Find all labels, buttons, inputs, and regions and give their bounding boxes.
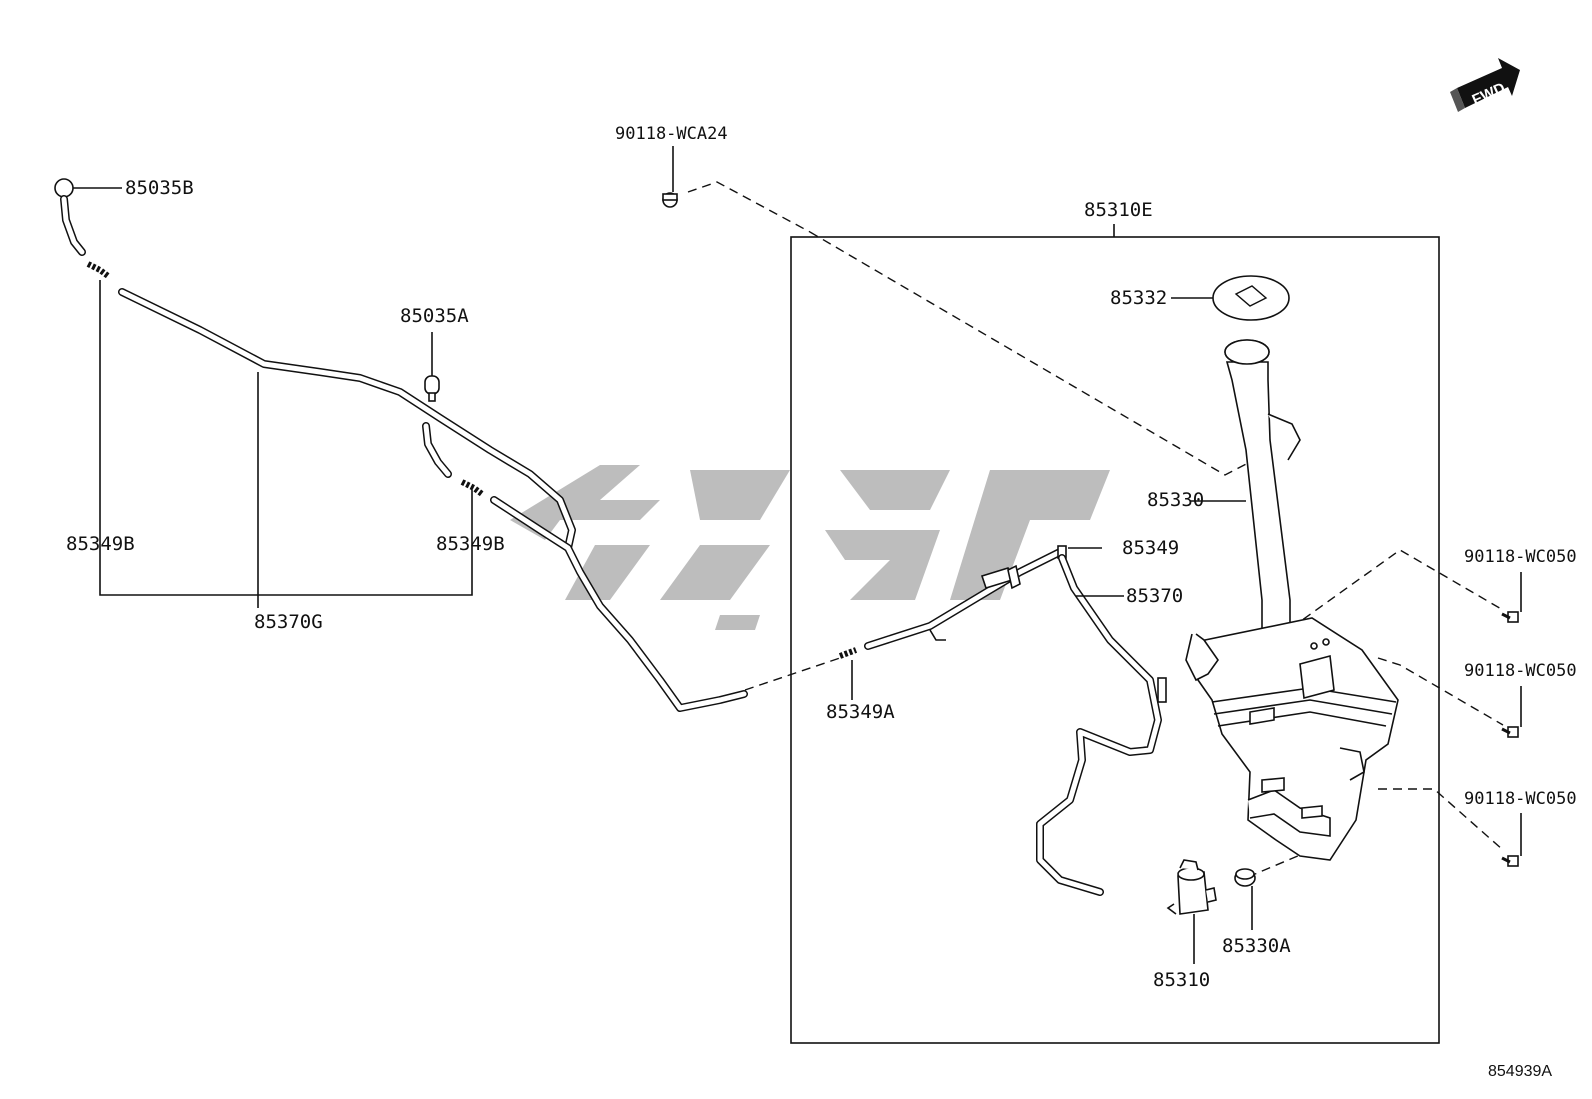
label-90118-wc050-1: 90118-WC050 bbox=[1464, 547, 1577, 567]
label-85349b-mid: 85349B bbox=[436, 533, 505, 555]
diagram-reference-code: 854939A bbox=[1488, 1063, 1552, 1080]
label-85310: 85310 bbox=[1153, 969, 1210, 991]
label-85332: 85332 bbox=[1110, 287, 1167, 309]
reservoir-cap-85332 bbox=[1212, 275, 1290, 321]
label-85035b: 85035B bbox=[125, 177, 194, 199]
connector-85349a bbox=[838, 647, 858, 659]
label-85349b-left: 85349B bbox=[66, 533, 135, 555]
reservoir-assembly-box bbox=[790, 236, 1440, 1044]
label-90118-wc050-3: 90118-WC050 bbox=[1464, 789, 1577, 809]
label-90118-wc050-2: 90118-WC050 bbox=[1464, 661, 1577, 681]
clip-90118-wca24 bbox=[662, 192, 678, 208]
label-85349a: 85349A bbox=[826, 701, 895, 723]
label-90118-wca24: 90118-WCA24 bbox=[615, 124, 728, 144]
washer-nozzle-85035a bbox=[424, 375, 440, 402]
watermark-logo bbox=[510, 465, 1110, 630]
washer-pump-85310 bbox=[1166, 859, 1217, 915]
filler-neck-85330 bbox=[1224, 339, 1301, 661]
connector-85349b-mid bbox=[460, 479, 484, 497]
label-85370g: 85370G bbox=[254, 611, 323, 633]
grommet-85330a bbox=[1234, 868, 1256, 887]
bolt-90118-wc050-3 bbox=[1501, 855, 1519, 867]
bolt-90118-wc050-1 bbox=[1501, 611, 1519, 623]
label-85310e: 85310E bbox=[1084, 199, 1153, 221]
label-85330: 85330 bbox=[1147, 489, 1204, 511]
label-85349: 85349 bbox=[1122, 537, 1179, 559]
label-85035a: 85035A bbox=[400, 305, 469, 327]
washer-tank bbox=[1185, 617, 1399, 861]
bolt-90118-wc050-2 bbox=[1501, 726, 1519, 738]
label-85330a: 85330A bbox=[1222, 935, 1291, 957]
connector-85349b-left bbox=[86, 261, 110, 279]
label-85370: 85370 bbox=[1126, 585, 1183, 607]
forward-arrow-icon: FWD bbox=[1450, 58, 1520, 112]
washer-nozzle-85035b bbox=[54, 178, 86, 256]
